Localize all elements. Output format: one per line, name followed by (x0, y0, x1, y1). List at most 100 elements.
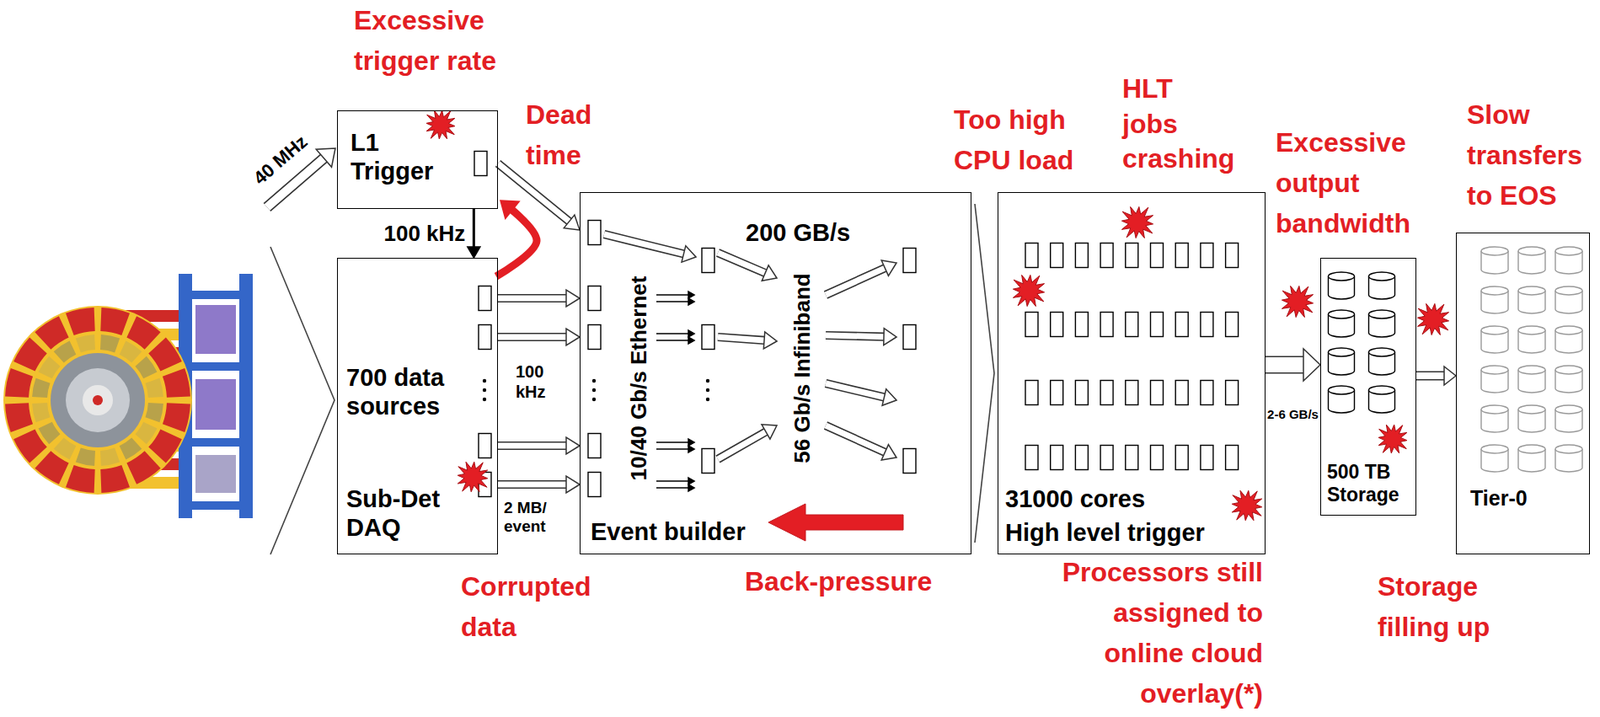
module-square (1175, 445, 1188, 471)
module-square (1075, 243, 1088, 268)
ring-ground (3, 305, 193, 495)
arrow-head (563, 214, 580, 231)
module-square (1225, 380, 1239, 406)
storage-disk-top (1555, 405, 1583, 414)
module-square (1100, 380, 1114, 406)
network-label: 56 Gb/s Infiniband (789, 272, 816, 463)
arrow-head (681, 246, 696, 263)
storage-disk-top (1369, 272, 1396, 281)
module-square (478, 286, 492, 311)
error-starburst (1281, 285, 1313, 317)
module-square (1100, 243, 1114, 268)
module-square (588, 286, 601, 311)
arrow-head (688, 438, 695, 446)
module-square (1150, 380, 1164, 406)
module-square (1025, 312, 1039, 338)
module-square (1025, 380, 1039, 406)
chevron-line (974, 203, 995, 543)
module-square (1150, 445, 1164, 471)
arrow-shaft (497, 163, 580, 231)
ellipsis-dot (482, 397, 487, 402)
storage-disk-top (1369, 385, 1396, 395)
error-starburst (426, 110, 455, 140)
module-square (1150, 312, 1164, 338)
ring-wedge (100, 334, 120, 353)
ring-core (65, 368, 130, 433)
ring-wedge (75, 334, 96, 353)
module-square (903, 325, 916, 350)
arrow-head (688, 477, 695, 485)
detector-frame (192, 290, 240, 300)
module-square (903, 449, 916, 474)
box-title: Tier-0 (1470, 486, 1528, 512)
ellipsis-dot (482, 388, 487, 392)
arrow-head (883, 328, 897, 346)
problem-note: Slow transfers to EOS (1466, 94, 1595, 216)
storage-disk-top (1555, 246, 1583, 256)
detector-block (195, 454, 236, 493)
arrow-shaft-inner (497, 163, 580, 231)
module-square (1050, 243, 1064, 268)
ring-core (92, 395, 103, 406)
module-square (1175, 312, 1188, 338)
ring-wedge (145, 402, 164, 423)
module-square (478, 325, 492, 350)
module-square (474, 151, 487, 177)
ring-wedge (145, 378, 164, 398)
arrow-head (566, 437, 580, 455)
storage-disk-top (1328, 347, 1355, 357)
detector-frame (192, 362, 240, 371)
ellipsis-dot (706, 388, 710, 392)
box-text: 31000 cores (1005, 484, 1146, 514)
problem-note: Too high CPU load (953, 99, 1089, 181)
problem-note: HLT jobs crashing (1122, 71, 1236, 177)
arrow-shaft (496, 200, 537, 277)
storage-box: 500 TB Storage (1320, 257, 1417, 516)
error-starburst (1012, 274, 1044, 306)
module-square (588, 220, 601, 246)
arrow-shaft-inner (604, 234, 696, 257)
module-square (903, 248, 916, 273)
detector-block (195, 379, 236, 430)
arrow-head (688, 445, 695, 453)
arrow-head (882, 389, 897, 406)
box-title: L1 Trigger (350, 128, 450, 186)
module-square (1050, 380, 1064, 406)
detector-illustration (3, 273, 253, 519)
back-pressure-arrow (768, 503, 904, 541)
box-title: Sub-Det DAQ (346, 484, 455, 542)
error-starburst (1231, 490, 1263, 521)
arrow-head (761, 265, 777, 281)
storage-disk-top (1481, 405, 1509, 414)
output-arrow (1265, 348, 1321, 381)
module-square (701, 449, 715, 474)
module-square (1175, 380, 1188, 406)
arrow-head (566, 476, 580, 493)
storage-disk-top (1328, 272, 1355, 281)
module-square (1025, 243, 1039, 268)
ring-wedge (134, 422, 157, 445)
box-text: 700 data sources (346, 363, 455, 421)
problem-note: Excessive trigger rate (353, 0, 514, 81)
problem-note: Excessive output bandwidth (1275, 122, 1421, 244)
ring-wedge (162, 402, 191, 433)
module-square (1225, 243, 1239, 268)
flow-chevron (974, 203, 995, 543)
ring-wedge (32, 378, 50, 398)
edge-label: 2-6 GB/s (1267, 406, 1319, 423)
ring-core (82, 385, 113, 416)
trigger-data-arrow (497, 163, 580, 231)
ring-wedge (100, 448, 120, 466)
arrow-head (881, 260, 897, 276)
arrow-head (467, 246, 481, 258)
arrow-head (1303, 348, 1321, 381)
ellipsis-dot (706, 397, 710, 402)
storage-disk-top (1481, 326, 1509, 335)
ring-wedge (100, 465, 130, 493)
error-starburst (1378, 424, 1408, 454)
arrow-shaft (604, 234, 696, 257)
ring-wedge (134, 356, 157, 380)
arrow-head (688, 298, 695, 306)
storage-disk-top (1518, 326, 1546, 335)
trigger-box: L1 Trigger (337, 110, 498, 209)
